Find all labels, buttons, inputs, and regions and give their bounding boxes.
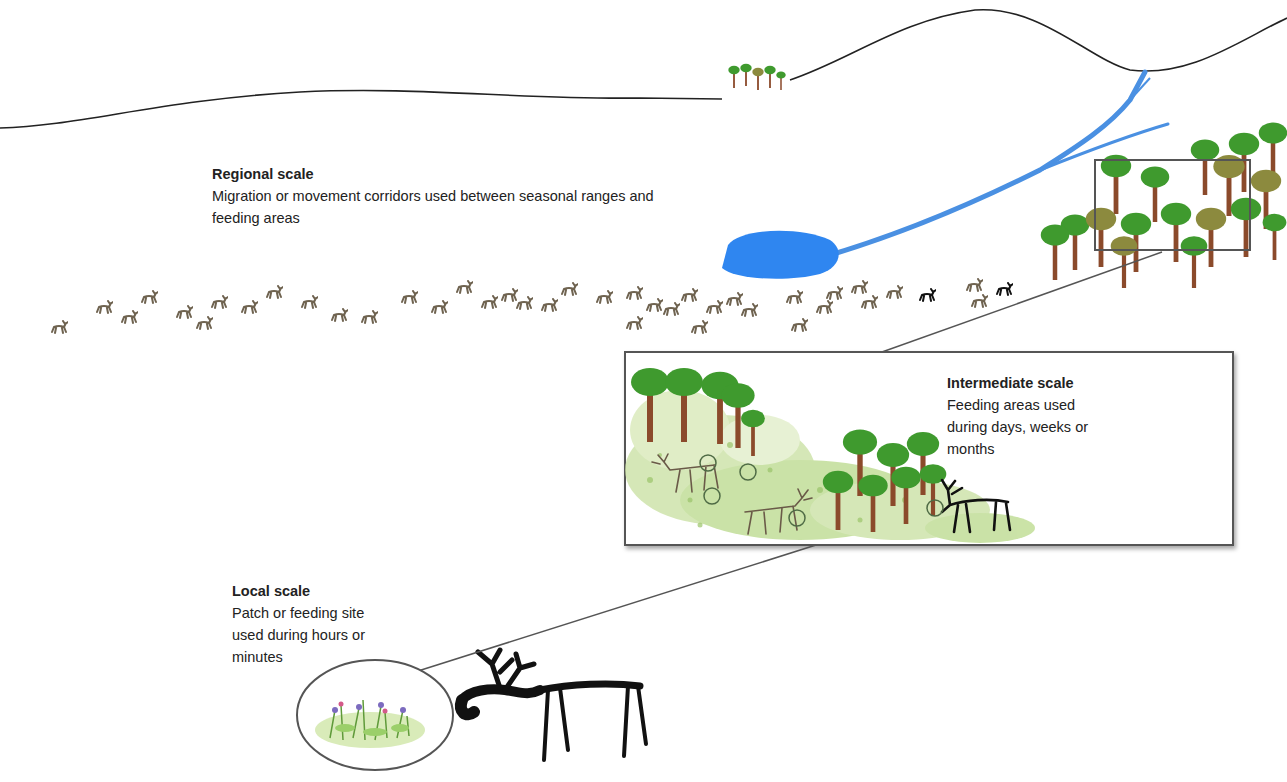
label-holder: Migration or movement corridors used bet… [212,185,672,229]
scale-description: Feeding areas used during days, weeks or… [947,394,1117,460]
inset-box: Intermediate scaleFeeding areas used dur… [625,352,1233,545]
scale-description: Migration or movement corridors used bet… [212,185,672,229]
label-holder: Regional scale [212,163,672,185]
inset-circle-group: Local scalePatch or feeding site used du… [225,580,465,776]
text-holder: Local scalePatch or feeding site used du… [232,580,432,668]
scale-heading: Local scale [232,580,432,602]
scale-description: Patch or feeding site used during hours … [232,602,392,668]
zoom-line [420,545,816,670]
scale-heading: Intermediate scale [947,372,1207,394]
scale-heading: Regional scale [212,163,672,185]
text-holder: Intermediate scaleFeeding areas used dur… [947,372,1207,460]
